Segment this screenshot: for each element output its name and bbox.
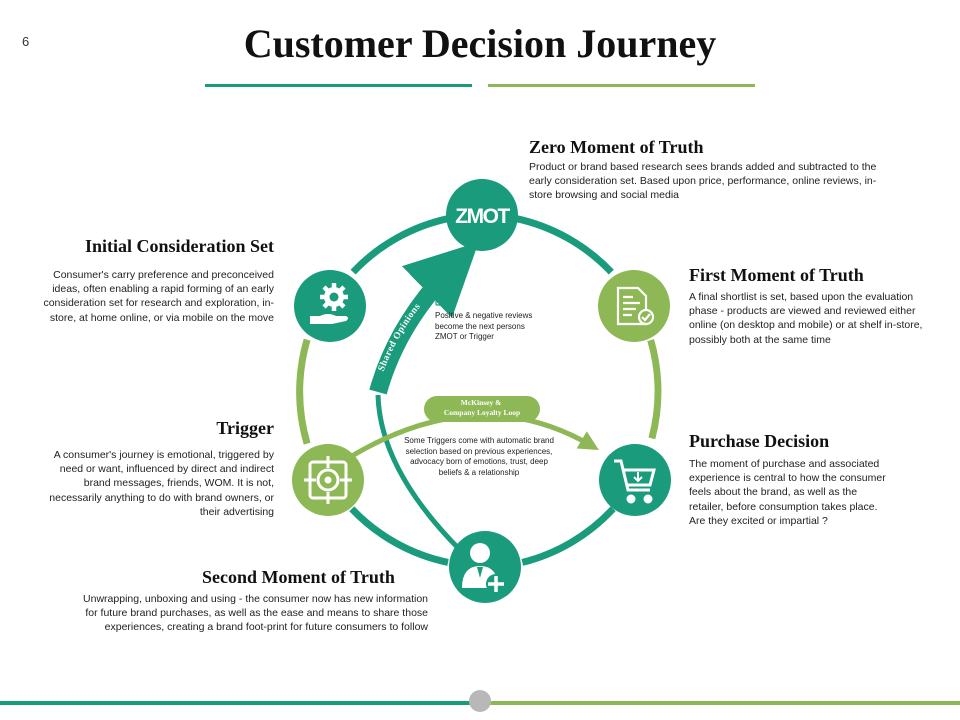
note-shared-opinions: Positive & negative reviews become the n… <box>435 311 533 341</box>
purchase-description: The moment of purchase and associated ex… <box>689 458 886 527</box>
page-title: Customer Decision Journey <box>243 21 717 66</box>
ring-segment-fmot-purchase <box>647 339 662 440</box>
inner-curve-shared <box>375 394 464 554</box>
ring-segment-initial-zmot <box>350 214 450 275</box>
initial-description: Consumer's carry preference and preconce… <box>43 269 274 324</box>
smot-description: Unwrapping, unboxing and using - the con… <box>83 593 428 634</box>
user-add-icon <box>462 543 506 594</box>
book-icon <box>435 293 453 306</box>
purchase-circle <box>599 444 671 516</box>
shared-opinions-label: Shared Opinions <box>377 302 423 373</box>
gear-hand-icon <box>310 283 348 324</box>
ring-segment-trigger-initial <box>296 338 311 445</box>
title-underline-left <box>205 84 472 87</box>
document-check-icon <box>616 286 655 326</box>
ring-segment-smot-trigger <box>349 506 449 566</box>
loyalty-loop-label-line1: McKinsey & <box>461 398 502 407</box>
shopping-cart-icon <box>614 459 656 504</box>
svg-text:McKinsey & Company Loyalty: McKinsey & Company Loyalty Loop <box>444 398 520 417</box>
zmot-circle <box>446 179 518 251</box>
svg-text:Shared Opinions: Shared Opinions <box>377 302 423 373</box>
initial-heading: Initial Consideration Set <box>84 236 274 256</box>
fmot-heading: First Moment of Truth <box>689 265 864 285</box>
footer-dot <box>469 690 491 712</box>
footer-line-right <box>480 701 960 705</box>
fmot-circle <box>598 270 670 342</box>
target-icon <box>304 456 352 504</box>
title-underline-right <box>488 84 755 87</box>
page-number: 6 <box>22 34 30 49</box>
ring-segment-zmot-fmot <box>514 214 614 275</box>
zmot-heading: Zero Moment of Truth <box>529 137 704 157</box>
zmot-description: Product or brand based research sees bra… <box>529 161 877 202</box>
shared-opinions-arrow <box>369 241 479 395</box>
zmot-text-icon: ZMOT <box>455 205 510 228</box>
trigger-heading: Trigger <box>216 418 274 438</box>
fmot-description: A final shortlist is set, based upon the… <box>689 291 923 346</box>
trigger-description: A consumer's journey is emotional, trigg… <box>49 449 274 518</box>
ring-segment-purchase-smot <box>521 506 616 566</box>
loyalty-loop-label-line2: Company Loyalty Loop <box>444 408 520 417</box>
smot-heading: Second Moment of Truth <box>202 567 395 587</box>
note-loyalty-loop: Some Triggers come with automatic brand … <box>404 436 554 477</box>
footer-line-left <box>0 701 480 705</box>
loyalty-loop-badge <box>424 396 540 422</box>
purchase-heading: Purchase Decision <box>689 431 830 451</box>
